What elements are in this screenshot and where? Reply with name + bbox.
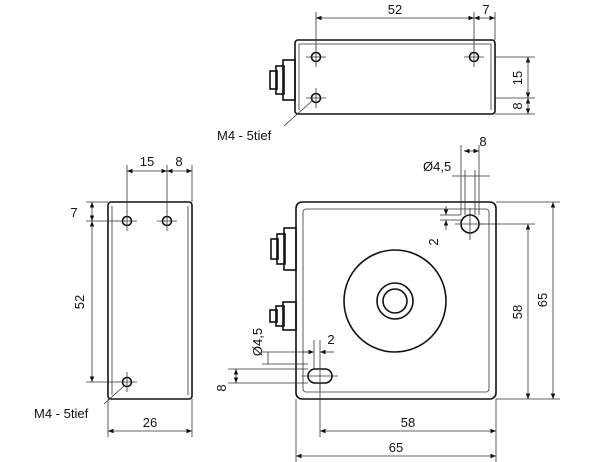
dim-front-slot-offset-top: 2: [426, 238, 441, 245]
dim-front-inner-width: 58: [401, 415, 415, 430]
front-view-hub-inner: [382, 288, 408, 314]
dim-top-offset: 7: [482, 2, 489, 17]
side-thread-label: M4 - 5tief: [34, 406, 89, 421]
dim-front-outer-height: 65: [535, 293, 550, 307]
front-view-body: [295, 201, 497, 400]
dim-side-left-top: 7: [70, 205, 77, 220]
dim-front-hole-top: Ø4,5: [423, 159, 451, 174]
front-view: 8 Ø4,5 2 58 65 Ø4,5 2 8: [214, 134, 560, 462]
top-view-body: [294, 39, 496, 115]
dim-side-top-right: 8: [175, 154, 182, 169]
dim-top-height-upper: 15: [510, 71, 525, 85]
top-view: 52 7 15 8 M4 - 5tief: [217, 2, 535, 143]
dim-front-slot-height-bottom: 8: [214, 384, 229, 391]
dim-front-outer-width: 65: [389, 440, 403, 455]
dim-side-top-left: 15: [140, 154, 154, 169]
top-view-connector: [269, 59, 296, 101]
side-view: 15 8 7 52 26 M4 - 5tief: [34, 154, 193, 437]
dim-top-height-lower: 8: [510, 102, 525, 109]
front-view-plug: [269, 301, 297, 331]
dim-front-hole-bottom: Ø4,5: [250, 328, 265, 356]
dim-side-bottom-width: 26: [143, 415, 157, 430]
front-view-hub-outer: [376, 282, 414, 320]
dim-top-width: 52: [388, 2, 402, 17]
dim-front-inner-height: 58: [510, 305, 525, 319]
dim-front-slot-offset-bottom: 2: [327, 332, 334, 347]
dim-side-left-height: 52: [72, 295, 87, 309]
front-view-disc: [343, 249, 447, 353]
side-view-body: [107, 201, 193, 400]
front-view-connector: [270, 227, 297, 271]
dim-front-slot-width: 8: [479, 134, 486, 149]
top-thread-label: M4 - 5tief: [217, 128, 272, 143]
